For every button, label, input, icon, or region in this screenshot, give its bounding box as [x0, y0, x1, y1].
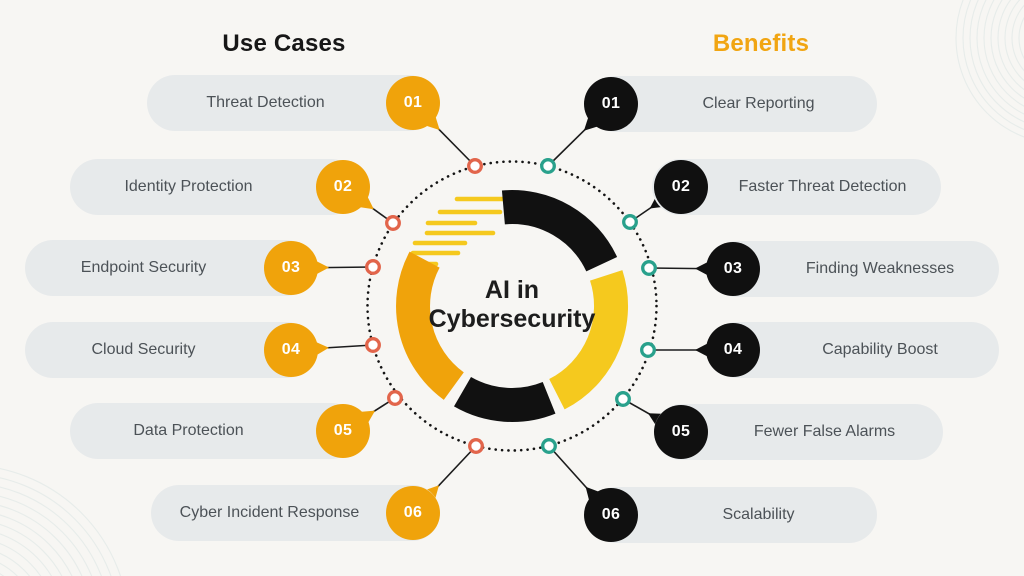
wave-line: [0, 514, 73, 576]
use-case-number-badge: 03: [264, 241, 318, 295]
orbit-marker-coral: [365, 259, 381, 275]
benefit-label: Finding Weaknesses: [805, 260, 955, 277]
use-case-number-badge: 04: [264, 323, 318, 377]
speed-lines-decoration: [410, 196, 511, 267]
use-case-pill: Data Protection: [70, 403, 359, 459]
benefit-label: Faster Threat Detection: [738, 178, 907, 195]
orbit-marker-coral: [387, 390, 403, 406]
dotted-orbit-circle: [366, 160, 658, 452]
ring-arc-left-orange: [396, 251, 465, 400]
use-case-pill: Identity Protection: [70, 159, 359, 215]
ring-arc-bottom-black: [453, 376, 556, 422]
benefit-number-badge: 02: [654, 160, 708, 214]
use-case-label: Identity Protection: [124, 178, 253, 195]
benefit-number-badge: 03: [706, 242, 760, 296]
ring-arc-right-yellow: [548, 270, 629, 410]
wave-line: [969, 0, 1024, 123]
wave-line: [0, 486, 102, 576]
wave-line: [990, 0, 1024, 99]
use-case-label: Endpoint Security: [80, 259, 207, 276]
orbit-marker-coral: [468, 438, 484, 454]
orbit-marker-teal: [622, 214, 638, 230]
wave-line: [1011, 4, 1024, 72]
benefit-number-badge: 04: [706, 323, 760, 377]
orbit-marker-coral: [385, 215, 401, 231]
center-title-line2: Cybersecurity: [428, 305, 596, 333]
orbit-marker-teal: [615, 391, 631, 407]
benefit-number-badge: 01: [584, 77, 638, 131]
use-case-label: Data Protection: [133, 422, 244, 439]
orbit-marker-teal: [541, 438, 557, 454]
ring-arc-top-black: [501, 190, 618, 272]
use-cases-header: Use Cases: [222, 30, 346, 57]
benefit-label: Clear Reporting: [702, 95, 815, 112]
benefits-header: Benefits: [712, 30, 810, 57]
wave-line: [0, 477, 112, 576]
benefit-label: Capability Boost: [822, 341, 938, 358]
center-ring: [396, 190, 629, 422]
center-title: AI in Cybersecurity: [362, 276, 662, 334]
benefit-label: Fewer False Alarms: [753, 423, 896, 440]
wave-line: [955, 0, 1024, 138]
wave-line: [976, 0, 1024, 115]
orbit-markers: [365, 158, 657, 454]
wave-line: [0, 505, 83, 576]
benefit-number-badge: 05: [654, 405, 708, 459]
orbit-marker-teal: [641, 260, 657, 276]
benefit-label: Scalability: [722, 506, 795, 523]
use-case-number-badge: 01: [386, 76, 440, 130]
orbit-marker-coral: [365, 337, 381, 353]
wave-line: [983, 0, 1024, 107]
use-case-number-badge: 05: [316, 404, 370, 458]
wave-line: [962, 0, 1024, 130]
wave-line: [0, 468, 122, 576]
use-case-number-badge: 06: [386, 486, 440, 540]
use-case-label: Threat Detection: [206, 94, 325, 111]
use-case-number-badge: 02: [316, 160, 370, 214]
orbit-marker-teal: [540, 158, 556, 174]
wave-line: [1004, 0, 1024, 82]
use-case-label: Cloud Security: [91, 341, 196, 358]
use-case-label: Cyber Incident Response: [179, 504, 360, 521]
center-title-line1: AI in: [484, 276, 540, 304]
orbit-marker-teal: [640, 342, 656, 358]
wave-line: [997, 0, 1024, 91]
benefit-number-badge: 06: [584, 488, 638, 542]
orbit-marker-coral: [467, 158, 483, 174]
wave-line: [1018, 16, 1024, 60]
